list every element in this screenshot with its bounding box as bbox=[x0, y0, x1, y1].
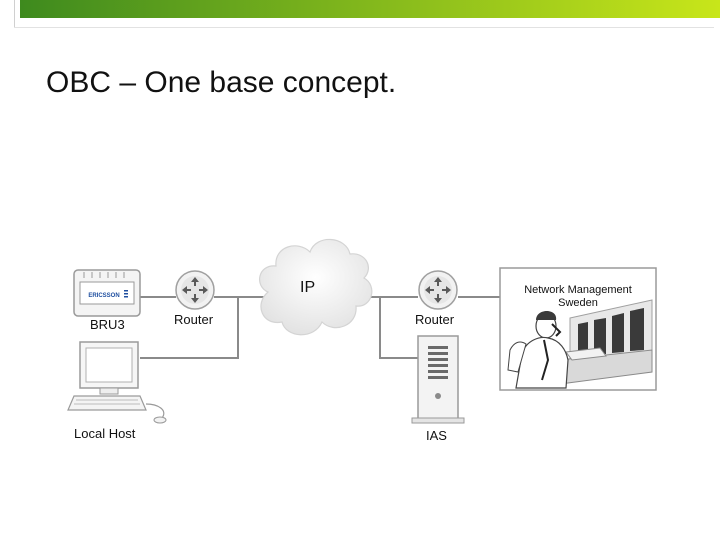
ericsson-logo-icon bbox=[124, 290, 128, 298]
local-host-computer bbox=[67, 341, 167, 424]
frame-divider bbox=[14, 27, 714, 28]
router-left-icon bbox=[175, 270, 215, 310]
ip-cloud bbox=[259, 238, 373, 336]
network-management-label: Network Management Sweden bbox=[506, 284, 650, 310]
frame-divider bbox=[14, 0, 15, 28]
ericsson-logo-text: ERICSSON bbox=[88, 293, 119, 299]
bru3-label: BRU3 bbox=[90, 317, 125, 332]
connector-lines bbox=[140, 296, 500, 359]
bru3-device: ERICSSON bbox=[73, 269, 141, 317]
cloud-label: IP bbox=[300, 279, 316, 296]
header-accent-bar bbox=[20, 0, 720, 18]
network-management-line2: Sweden bbox=[558, 297, 598, 309]
local-host-label: Local Host bbox=[74, 426, 136, 441]
router-left-label: Router bbox=[174, 312, 214, 327]
slide-title: OBC – One base concept. bbox=[46, 66, 397, 99]
network-management-line1: Network Management bbox=[524, 284, 632, 296]
ias-label: IAS bbox=[426, 428, 447, 443]
network-management-illustration bbox=[499, 267, 657, 391]
ias-server-icon bbox=[411, 335, 465, 424]
router-right-label: Router bbox=[415, 312, 455, 327]
router-right-icon bbox=[418, 270, 458, 310]
